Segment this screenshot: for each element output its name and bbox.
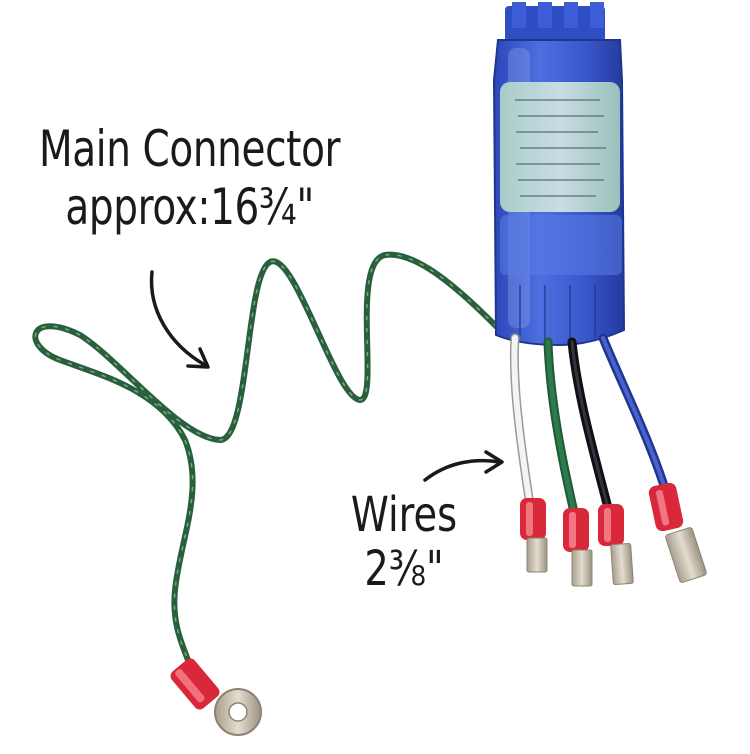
spade-connector-4 [648,482,707,583]
wires-label: Wires 2⅜" [348,488,460,596]
ground-wire [32,251,508,663]
short-wires [509,333,671,517]
spade-connector-3 [598,504,634,586]
control-module [492,2,626,347]
wires-label-line1: Wires [350,487,458,543]
spade-connector-2 [563,508,593,587]
arrow-wires-icon [423,450,504,482]
wires-label-line2: 2⅜" [364,541,444,597]
spade-connector-1 [520,498,548,573]
spade-connectors [520,482,707,587]
main-connector-label-line2: approx:16¾" [65,178,314,236]
ring-terminal [170,658,262,736]
main-connector-label-line1: Main Connector [38,120,341,178]
main-connector-label: Main Connector approx:16¾" [18,120,361,236]
arrow-main-connector-icon [149,270,210,369]
